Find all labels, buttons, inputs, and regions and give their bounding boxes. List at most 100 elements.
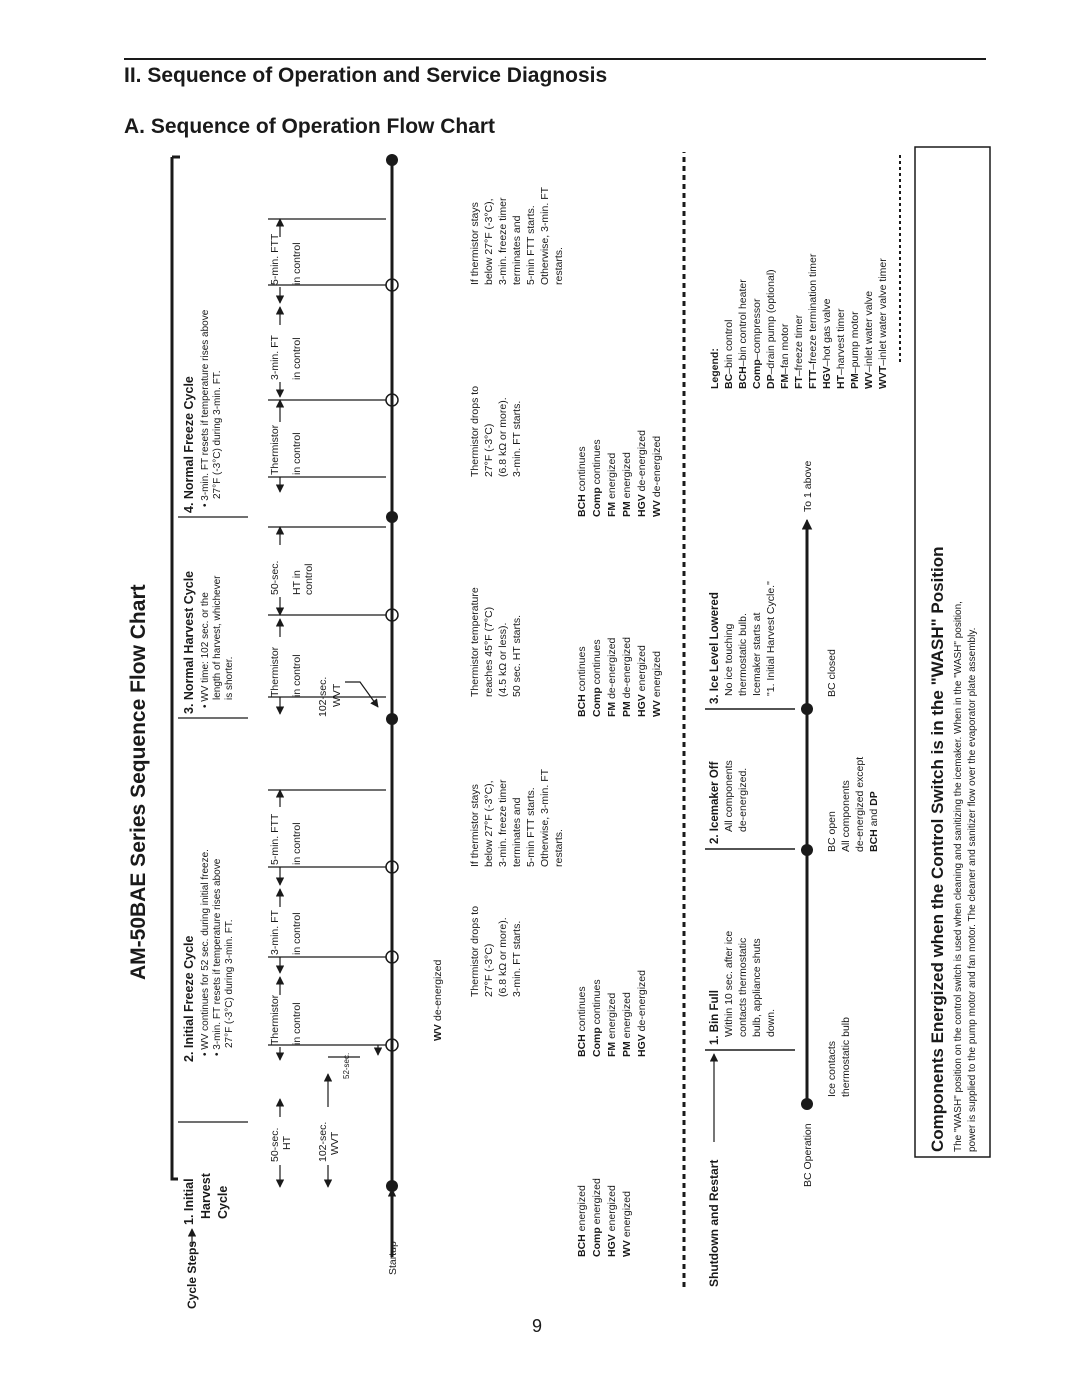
svg-text:PM–pump motor: PM–pump motor: [849, 311, 861, 389]
svg-text:Otherwise, 3-min. FT: Otherwise, 3-min. FT: [539, 768, 551, 867]
svg-text:3-min. FT: 3-min. FT: [269, 909, 281, 955]
ice-level-lowered-step: 3. Ice Level Lowered No ice touching the…: [705, 581, 795, 710]
svg-text:50-sec.: 50-sec.: [269, 1128, 281, 1162]
svg-text:de-energized: de-energized: [432, 960, 444, 1021]
svg-text:FM–fan motor: FM–fan motor: [779, 323, 791, 389]
svg-text:To 1 above: To 1 above: [802, 460, 814, 512]
svg-text:(6.8 kΩ or more).: (6.8 kΩ or more).: [497, 917, 509, 997]
svg-text:3-min. FT starts.: 3-min. FT starts.: [511, 921, 523, 997]
svg-text:PM energized: PM energized: [621, 992, 633, 1057]
svg-text:27°F (-3°C): 27°F (-3°C): [483, 424, 495, 477]
top-rule: [124, 58, 986, 60]
svg-text:Otherwise, 3-min. FT: Otherwise, 3-min. FT: [539, 186, 551, 285]
svg-text:control: control: [303, 563, 315, 595]
svg-text:HGV energized: HGV energized: [636, 645, 648, 717]
svg-text:52-sec.: 52-sec.: [342, 1053, 351, 1079]
icemaker-off-step: 2. Icemaker Off All components de-energi…: [705, 760, 795, 850]
svg-text:Cycle: Cycle: [216, 1186, 230, 1219]
svg-text:in control: in control: [291, 912, 303, 955]
svg-text:WV energized: WV energized: [651, 651, 663, 717]
svg-text:All components: All components: [723, 760, 735, 832]
svg-text:PM energized: PM energized: [621, 452, 633, 517]
svg-text:All components: All components: [840, 780, 852, 852]
svg-text:5-min. FTT: 5-min. FTT: [269, 813, 281, 865]
svg-text:Thermistor drops to: Thermistor drops to: [469, 906, 481, 997]
svg-text:WVT: WVT: [329, 1131, 341, 1155]
svg-text:BCH and DP: BCH and DP: [868, 791, 880, 852]
svg-text:thermostatic bulb: thermostatic bulb: [840, 1017, 852, 1097]
svg-text:BCH continues: BCH continues: [576, 646, 588, 717]
svg-text:PM de-energized: PM de-energized: [621, 637, 633, 717]
svg-text:de-energized.: de-energized.: [737, 768, 749, 832]
svg-text:contacts thermostatic: contacts thermostatic: [737, 938, 749, 1037]
step-1-header: 1. Initial Harvest Cycle: [182, 1172, 230, 1225]
svg-text:de-energized except: de-energized except: [854, 757, 866, 852]
svg-text:3. Normal Harvest Cycle: 3. Normal Harvest Cycle: [182, 571, 196, 714]
chart-title: AM-50BAE Series Sequence Flow Chart: [127, 584, 150, 980]
cycle-steps-label: Cycle Steps: [185, 1241, 199, 1309]
wash-note-text-1: The "WASH" position on the control switc…: [953, 601, 964, 1152]
page-number: 9: [532, 1316, 543, 1336]
svg-text:Comp–compressor: Comp–compressor: [751, 298, 763, 389]
wash-note-text-2: power is supplied to the pump motor and …: [967, 628, 978, 1152]
svg-text:3. Ice Level Lowered: 3. Ice Level Lowered: [709, 592, 721, 704]
svg-text:in control: in control: [291, 242, 303, 285]
svg-text:FM energized: FM energized: [606, 453, 618, 517]
conditions: Thermistor drops to 27°F (-3°C) (6.8 kΩ …: [469, 186, 565, 997]
bc-notes: Ice contacts thermostatic bulb BC open A…: [802, 460, 880, 1097]
svg-text:FTT–freeze termination timer: FTT–freeze termination timer: [807, 253, 819, 389]
svg-text:102-sec.: 102-sec.: [317, 1122, 329, 1162]
svg-text:restarts.: restarts.: [553, 829, 565, 867]
svg-text:27°F (-3°C) during 3-min. FT.: 27°F (-3°C) during 3-min. FT.: [224, 919, 235, 1048]
svg-text:in control: in control: [291, 822, 303, 865]
svg-text:Comp energized: Comp energized: [591, 1178, 603, 1257]
svg-text:BCH continues: BCH continues: [576, 446, 588, 517]
svg-text:below 27°F (-3°C),: below 27°F (-3°C),: [483, 198, 495, 285]
svg-text:Icemaker starts at: Icemaker starts at: [751, 612, 763, 696]
svg-text:terminates and: terminates and: [511, 215, 523, 285]
svg-text:Thermistor: Thermistor: [269, 646, 281, 697]
svg-text:HT: HT: [281, 1135, 293, 1150]
svg-text:HGV de-energized: HGV de-energized: [636, 970, 648, 1057]
svg-text:50-sec.: 50-sec.: [269, 561, 281, 595]
svg-text:1. Initial: 1. Initial: [182, 1178, 196, 1225]
svg-text:Thermistor: Thermistor: [269, 424, 281, 475]
svg-text:4. Normal Freeze Cycle: 4. Normal Freeze Cycle: [182, 376, 196, 513]
startup-label: Startup: [387, 1241, 399, 1275]
svg-text:DP–drain pump (optional): DP–drain pump (optional): [765, 269, 777, 389]
svg-text:27°F (-3°C): 27°F (-3°C): [483, 944, 495, 997]
svg-text:Legend:: Legend:: [709, 348, 721, 389]
svg-text:WV de-energized: WV de-energized: [651, 436, 663, 517]
svg-text:50 sec. HT starts.: 50 sec. HT starts.: [511, 615, 523, 697]
flow-nodes: [386, 154, 398, 1192]
svg-text:length of harvest, whichever: length of harvest, whichever: [212, 575, 223, 700]
svg-text:below 27°F (-3°C),: below 27°F (-3°C),: [483, 780, 495, 867]
svg-text:HT in: HT in: [291, 570, 303, 595]
svg-text:3-min. freeze timer: 3-min. freeze timer: [497, 197, 509, 285]
svg-text:If thermistor stays: If thermistor stays: [469, 784, 481, 867]
bin-full-step: 1. Bin Full Within 10 sec. after ice con…: [705, 931, 795, 1051]
svg-text:BCH continues: BCH continues: [576, 986, 588, 1057]
svg-text:(4.5 kΩ or less).: (4.5 kΩ or less).: [497, 623, 509, 697]
shutdown-restart-label: Shutdown and Restart: [707, 1160, 721, 1287]
svg-text:• 3-min. FT resets if temperat: • 3-min. FT resets if temperature rises …: [212, 858, 223, 1056]
svg-text:BC–bin control: BC–bin control: [723, 320, 735, 389]
svg-text:terminates and: terminates and: [511, 797, 523, 867]
step-3-header: 3. Normal Harvest Cycle • WV time: 102 s…: [182, 571, 235, 714]
wash-note-title: Components Energized when the Control Sw…: [928, 547, 947, 1152]
svg-text:WVT: WVT: [331, 683, 343, 707]
svg-text:Comp continues: Comp continues: [591, 979, 603, 1057]
svg-text:HGV–hot gas valve: HGV–hot gas valve: [821, 298, 833, 389]
svg-text:in control: in control: [291, 1002, 303, 1045]
svg-text:• WV continues for 52 sec. dur: • WV continues for 52 sec. during initia…: [200, 849, 211, 1056]
svg-text:FT–freeze timer: FT–freeze timer: [793, 314, 805, 389]
timer-labels: 50-sec. HT 102-sec. WVT Thermistor in co…: [269, 233, 444, 1162]
svg-text:1. Bin Full: 1. Bin Full: [709, 990, 721, 1045]
svg-text:3-min. FT starts.: 3-min. FT starts.: [511, 401, 523, 477]
svg-text:2. Icemaker Off: 2. Icemaker Off: [709, 761, 721, 844]
svg-text:3-min. freeze timer: 3-min. freeze timer: [497, 779, 509, 867]
svg-text:in control: in control: [291, 337, 303, 380]
svg-text:Ice contacts: Ice contacts: [826, 1041, 838, 1097]
component-states: BCH energized Comp energized HGV energiz…: [576, 430, 663, 1257]
